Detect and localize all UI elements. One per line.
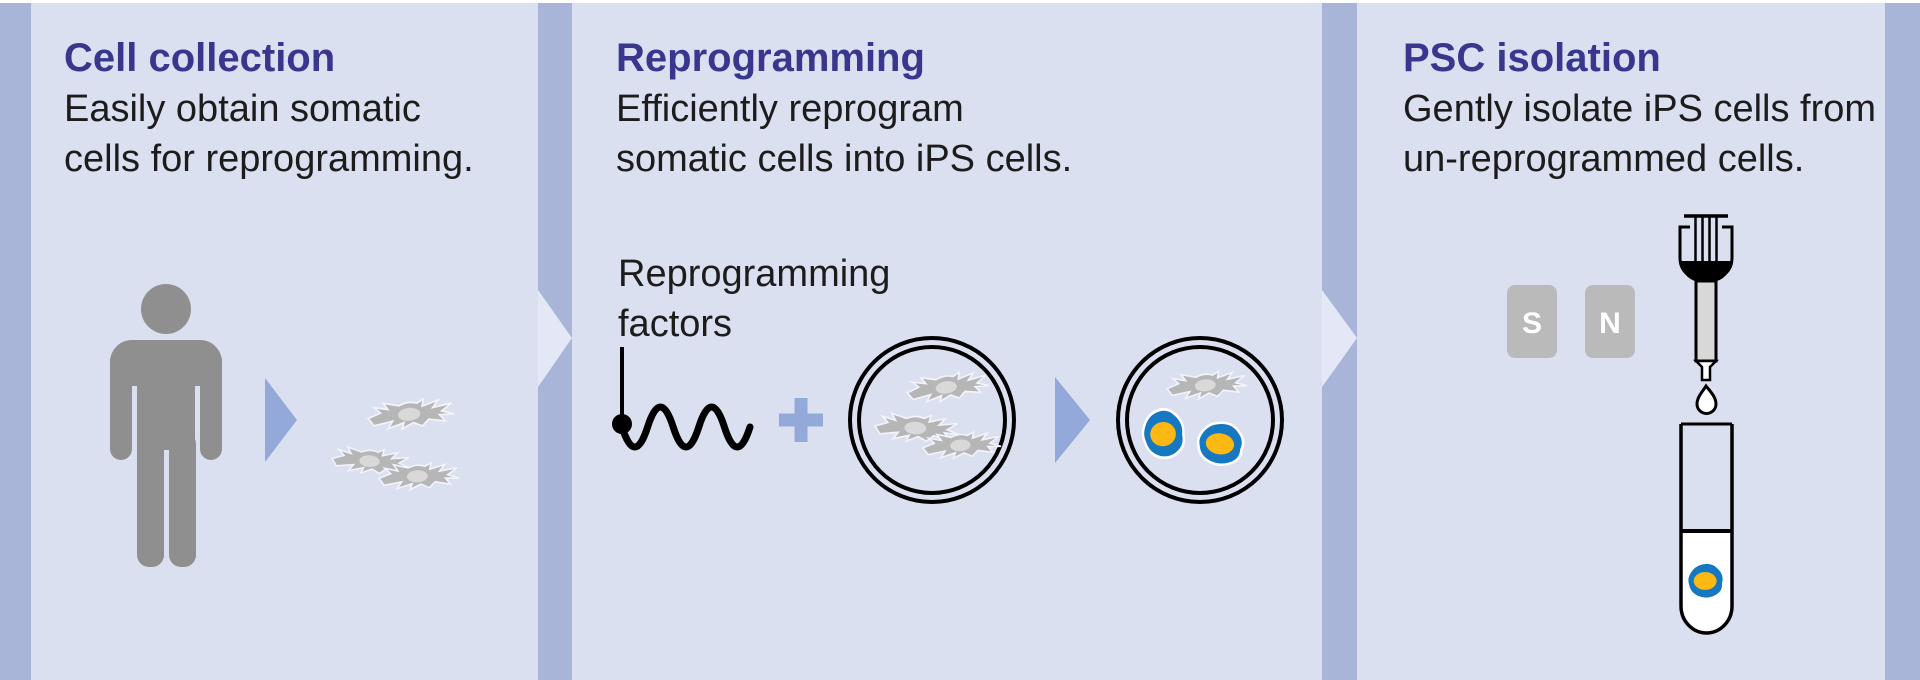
panel1-description: Easily obtain somatic cells for reprogra… [64, 84, 474, 184]
plus-icon [779, 398, 823, 442]
panel2-description-line1: Efficiently reprogram [616, 88, 964, 130]
panel-cell-collection [31, 0, 538, 680]
panel2-description: Efficiently reprogram somatic cells into… [616, 84, 1072, 184]
isolated-ips-colony-icon [1686, 561, 1725, 600]
droplet-icon [1695, 383, 1718, 415]
reprogramming-factors-label: Reprogramming factors [618, 249, 890, 349]
reprogramming-factor-squiggle-icon [612, 347, 754, 451]
magnet-north-label: N [1599, 307, 1621, 340]
panel3-title: PSC isolation [1403, 36, 1661, 80]
panel3-description-line2: un-reprogrammed cells. [1403, 138, 1805, 180]
arrow-right-icon [265, 378, 297, 462]
panel3-description-line1: Gently isolate iPS cells from [1403, 88, 1877, 130]
panel2-title: Reprogramming [616, 36, 925, 80]
panel1-title: Cell collection [64, 36, 336, 80]
panel2-to-panel3-chevron-icon [1322, 290, 1357, 387]
magnet-north-icon: N [1585, 285, 1635, 358]
panel1-description-line1: Easily obtain somatic [64, 88, 421, 130]
panel1-to-panel2-chevron-icon [538, 290, 572, 387]
magnet-south-label: S [1522, 307, 1542, 340]
reprogramming-factors-label-line1: Reprogramming [618, 253, 891, 295]
top-border [0, 0, 1920, 3]
test-tube-icon [1679, 422, 1734, 635]
panel1-description-line2: cells for reprogramming. [64, 138, 474, 180]
person-icon [110, 284, 222, 567]
somatic-cells-icon [330, 395, 461, 492]
magnet-south-icon: S [1507, 285, 1557, 358]
separation-column-icon [1678, 214, 1734, 382]
arrow-right-icon [1055, 377, 1090, 463]
panel2-description-line2: somatic cells into iPS cells. [616, 138, 1073, 180]
petri-dish-ips-icon [1116, 336, 1284, 504]
reprogramming-factors-label-line2: factors [618, 303, 733, 345]
panel3-description: Gently isolate iPS cells from un-reprogr… [1403, 84, 1876, 184]
petri-dish-somatic-icon [848, 336, 1016, 504]
